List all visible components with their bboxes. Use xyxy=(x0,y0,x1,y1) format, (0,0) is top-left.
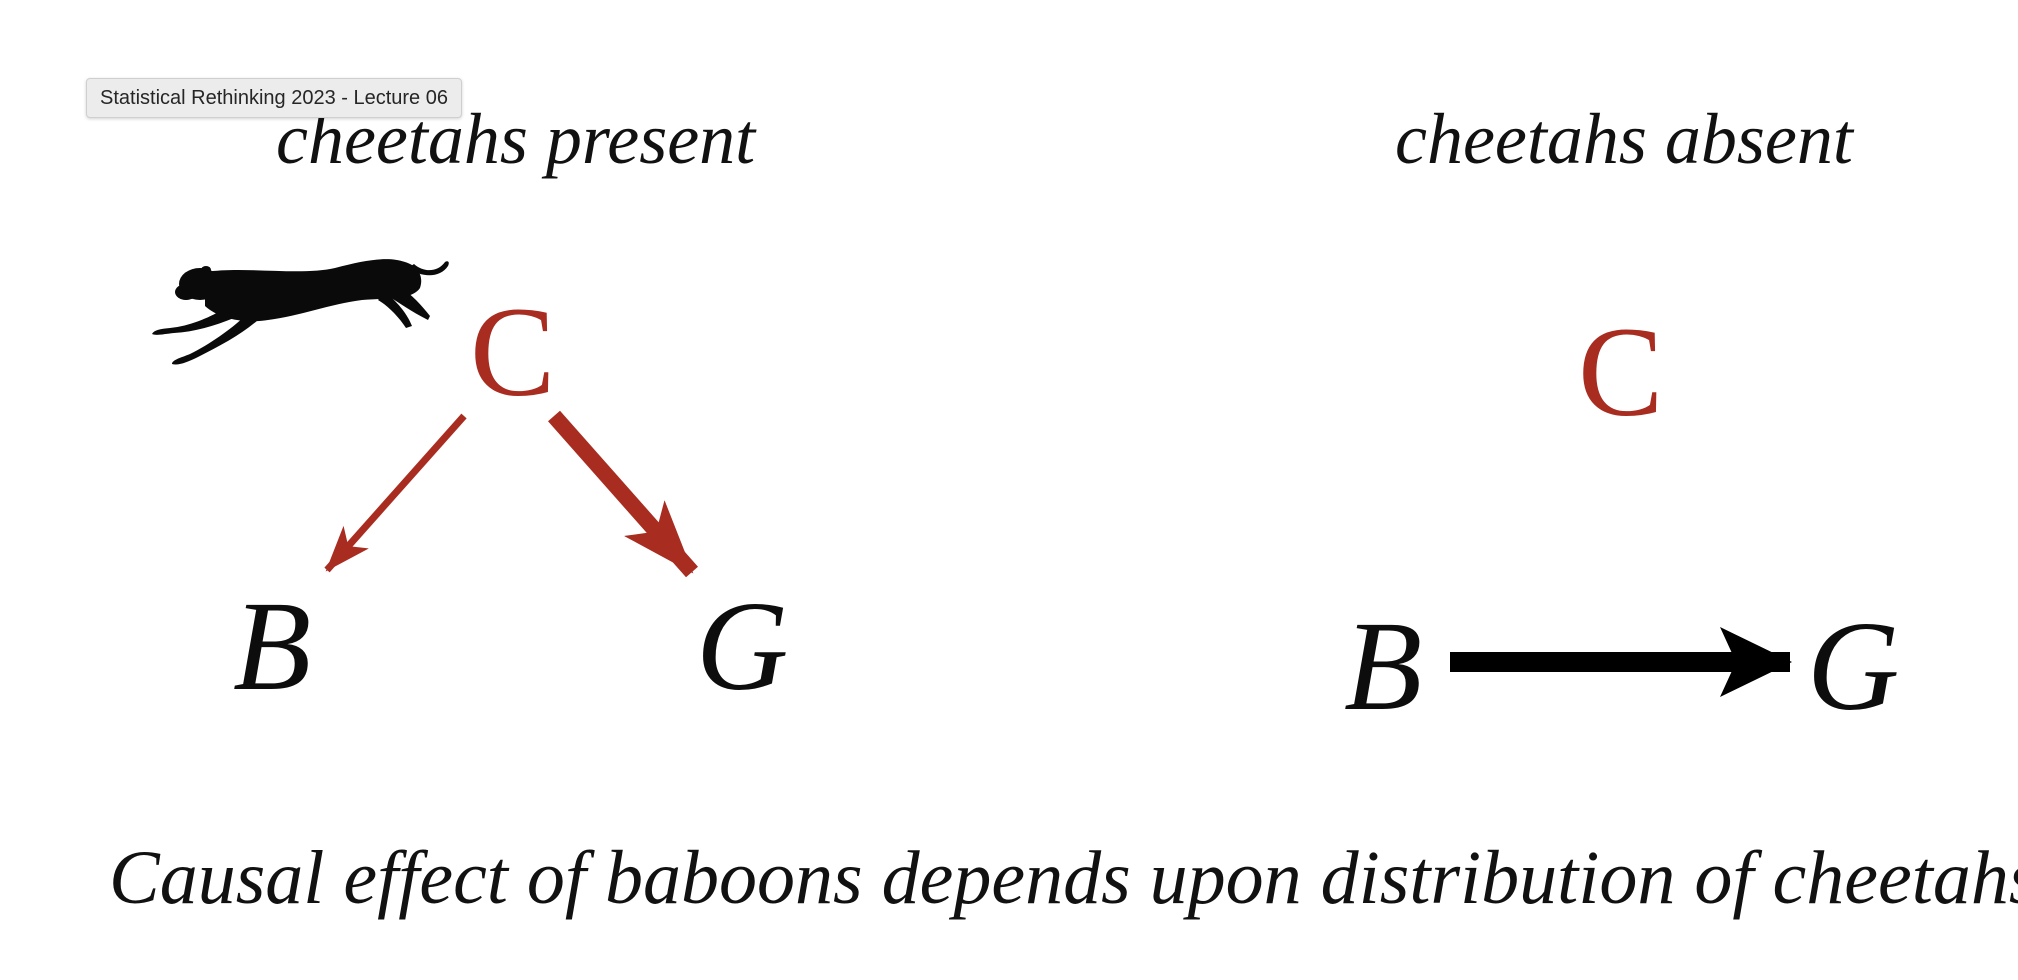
slide-caption: Causal effect of baboons depends upon di… xyxy=(109,836,2018,920)
node-c-cheetahs: C xyxy=(470,281,556,423)
cheetah-icon xyxy=(152,259,449,365)
node-g-gazelles: G xyxy=(696,575,789,717)
tooltip: Statistical Rethinking 2023 - Lecture 06 xyxy=(86,78,462,118)
edge-c-to-g-left xyxy=(548,410,698,578)
edge-c-to-b-left xyxy=(324,413,467,573)
panel-title-cheetahs-absent: cheetahs absent xyxy=(1395,99,1853,179)
node-b-baboons: B xyxy=(233,575,312,717)
node-g-gazelles-absent: G xyxy=(1807,595,1900,737)
node-b-baboons-absent: B xyxy=(1344,595,1423,737)
node-c-cheetahs-absent: C xyxy=(1578,301,1664,443)
